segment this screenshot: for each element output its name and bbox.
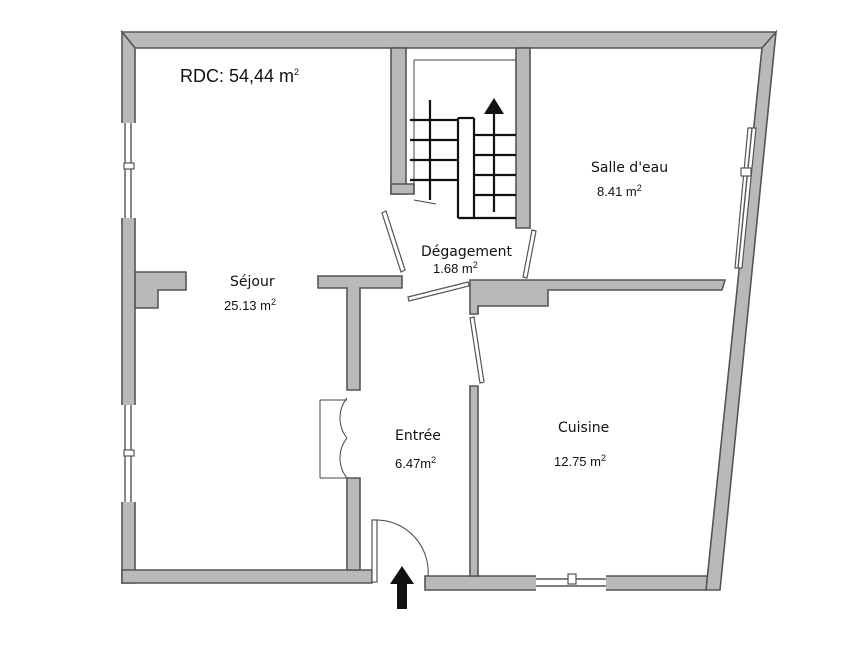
wall-bottom-left <box>121 569 373 584</box>
staircase <box>410 98 516 220</box>
room-name-cuisine: Cuisine <box>558 420 609 436</box>
exterior-walls <box>120 29 778 591</box>
left-windows <box>121 123 187 502</box>
interior-walls <box>317 47 727 577</box>
room-area-cuisine: 12.75 m2 <box>554 453 606 469</box>
wall-right <box>705 29 778 591</box>
room-name-degagement: Dégagement <box>421 244 512 260</box>
right-window <box>734 127 757 269</box>
room-area-sejour: 25.13 m2 <box>224 297 276 313</box>
room-name-sejour: Séjour <box>230 274 275 290</box>
room-area-salle-eau: 8.41 m2 <box>597 183 642 199</box>
plan-title: RDC: 54,44 m2 <box>180 66 299 86</box>
room-area-degagement: 1.68 m2 <box>433 260 478 276</box>
room-area-entree: 6.47m2 <box>395 455 436 471</box>
bottom-window <box>536 573 606 591</box>
room-name-salle-eau: Salle d'eau <box>591 160 668 176</box>
wall-top <box>120 31 778 49</box>
doors <box>319 199 537 583</box>
room-name-entree: Entrée <box>395 428 441 444</box>
entry-arrow-icon <box>390 566 414 609</box>
stairs-up-arrow-icon <box>484 98 504 114</box>
